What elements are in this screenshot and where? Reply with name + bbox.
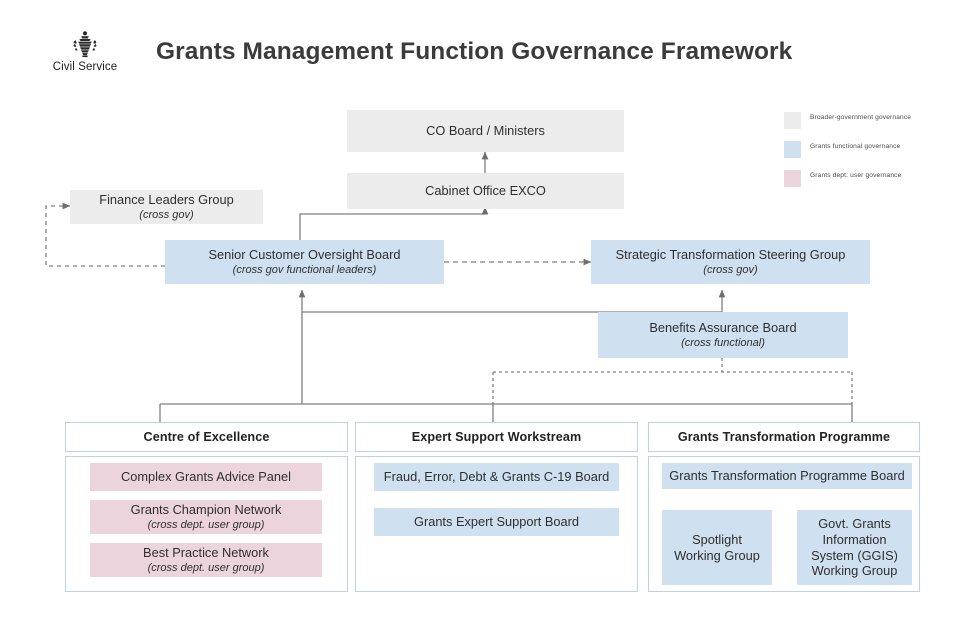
wire-spine-upper	[301, 300, 722, 313]
column-header-grants-transformation-programme: Grants Transformation Programme	[648, 422, 920, 452]
node-sublabel: (cross dept. user group)	[147, 561, 265, 574]
node-strategic-transformation-steering-group[interactable]: Strategic Transformation Steering Group …	[591, 240, 870, 284]
legend-item-grants-dept-user: Grants dept. user governance	[784, 170, 954, 187]
legend-swatch-pink	[784, 170, 801, 187]
node-cabinet-office-exco[interactable]: Cabinet Office EXCO	[347, 173, 624, 209]
page-title: Grants Management Function Governance Fr…	[156, 37, 793, 65]
legend-label: Grants functional governance	[810, 143, 901, 150]
node-complex-grants-advice-panel[interactable]: Complex Grants Advice Panel	[90, 463, 322, 491]
legend-item-grants-functional: Grants functional governance	[784, 141, 954, 158]
node-sublabel: (cross gov functional leaders)	[232, 263, 377, 276]
node-senior-customer-oversight-board[interactable]: Senior Customer Oversight Board (cross g…	[165, 240, 444, 284]
node-best-practice-network[interactable]: Best Practice Network (cross dept. user …	[90, 543, 322, 577]
node-finance-leaders-group[interactable]: Finance Leaders Group (cross gov)	[70, 190, 263, 224]
node-sublabel: (cross gov)	[703, 263, 758, 276]
legend-item-broader-government: Broader-government governance	[784, 112, 954, 129]
node-grants-transformation-programme-board[interactable]: Grants Transformation Programme Board	[662, 463, 912, 489]
node-label: Strategic Transformation Steering Group	[615, 246, 846, 262]
legend-swatch-blue	[784, 141, 801, 158]
node-label: Grants Expert Support Board	[413, 514, 580, 530]
node-benefits-assurance-board[interactable]: Benefits Assurance Board (cross function…	[598, 312, 848, 358]
node-sublabel: (cross functional)	[681, 336, 765, 349]
node-grants-expert-support-board[interactable]: Grants Expert Support Board	[374, 508, 619, 536]
node-label: Cabinet Office EXCO	[425, 183, 546, 199]
brand-label: Civil Service	[52, 61, 118, 73]
node-grants-champion-network[interactable]: Grants Champion Network (cross dept. use…	[90, 500, 322, 534]
legend-label: Grants dept. user governance	[810, 172, 902, 179]
wire-scob-to-exco	[299, 206, 489, 240]
page-header: Civil Service Grants Management Function…	[53, 30, 793, 73]
node-label: Benefits Assurance Board	[649, 319, 797, 335]
column-header-expert-support-workstream: Expert Support Workstream	[355, 422, 638, 452]
node-label: Complex Grants Advice Panel	[121, 469, 291, 485]
node-label: Best Practice Network	[143, 544, 269, 560]
legend: Broader-government governance Grants fun…	[784, 112, 954, 199]
node-sublabel: (cross gov)	[139, 208, 194, 221]
node-sublabel: (cross dept. user group)	[147, 518, 265, 531]
column-title: Grants Transformation Programme	[677, 430, 891, 444]
royal-crest-icon: Civil Service	[53, 30, 117, 73]
node-label: CO Board / Ministers	[426, 123, 545, 139]
node-label: Fraud, Error, Debt & Grants C-19 Board	[383, 469, 610, 485]
column-header-centre-of-excellence: Centre of Excellence	[65, 422, 348, 452]
node-label: Grants Champion Network	[130, 501, 282, 517]
node-label: Senior Customer Oversight Board	[208, 246, 401, 262]
legend-label: Broader-government governance	[810, 114, 912, 121]
column-title: Expert Support Workstream	[411, 430, 582, 444]
node-co-board-ministers[interactable]: CO Board / Ministers	[347, 110, 624, 152]
legend-swatch-grey	[784, 112, 801, 129]
column-title: Centre of Excellence	[143, 430, 270, 444]
node-label: Finance Leaders Group	[99, 191, 234, 207]
node-fraud-error-debt-grants-c19-board[interactable]: Fraud, Error, Debt & Grants C-19 Board	[374, 463, 619, 491]
node-label: Grants Transformation Programme Board	[669, 468, 905, 484]
